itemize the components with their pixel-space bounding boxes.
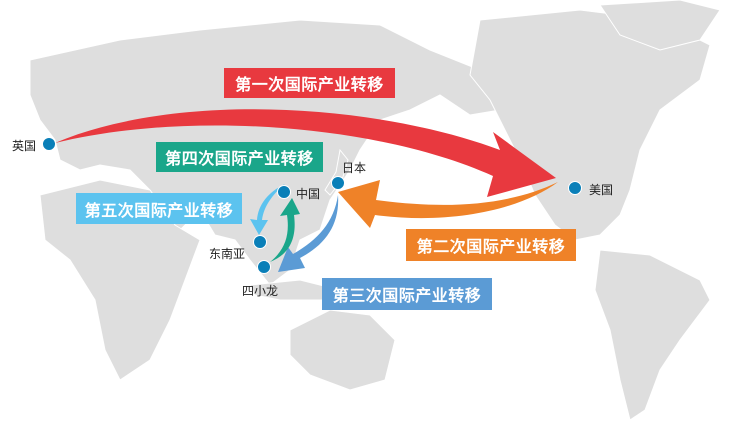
arrow-transfer-5 bbox=[250, 184, 285, 235]
place-japan: 日本 bbox=[342, 161, 367, 175]
dot-usa bbox=[568, 181, 582, 195]
australia-landmass bbox=[289, 309, 396, 391]
south-america-landmass bbox=[594, 249, 711, 421]
dot-china bbox=[277, 185, 291, 199]
arrow-transfer-1 bbox=[55, 109, 556, 197]
dot-four-tigers bbox=[257, 260, 271, 274]
dot-southeast-asia bbox=[253, 235, 267, 249]
japan-landmass bbox=[324, 148, 349, 196]
place-usa: 美国 bbox=[589, 183, 614, 197]
dot-uk bbox=[42, 137, 56, 151]
label-transfer-1: 第一次国际产业转移 bbox=[224, 68, 395, 98]
place-four-tigers: 四小龙 bbox=[242, 284, 279, 298]
place-southeast-asia: 东南亚 bbox=[209, 247, 246, 261]
label-transfer-4: 第四次国际产业转移 bbox=[156, 142, 323, 172]
greenland-landmass bbox=[599, 0, 721, 51]
place-uk: 英国 bbox=[12, 139, 37, 153]
label-transfer-5: 第五次国际产业转移 bbox=[76, 193, 242, 224]
arrow-transfer-4 bbox=[270, 198, 300, 262]
label-transfer-3: 第三次国际产业转移 bbox=[322, 278, 492, 310]
place-china: 中国 bbox=[296, 187, 321, 201]
dot-japan bbox=[331, 176, 345, 190]
arrow-transfer-3 bbox=[278, 195, 339, 272]
arrow-transfer-2 bbox=[338, 180, 558, 228]
label-transfer-2: 第二次国际产业转移 bbox=[406, 229, 576, 261]
